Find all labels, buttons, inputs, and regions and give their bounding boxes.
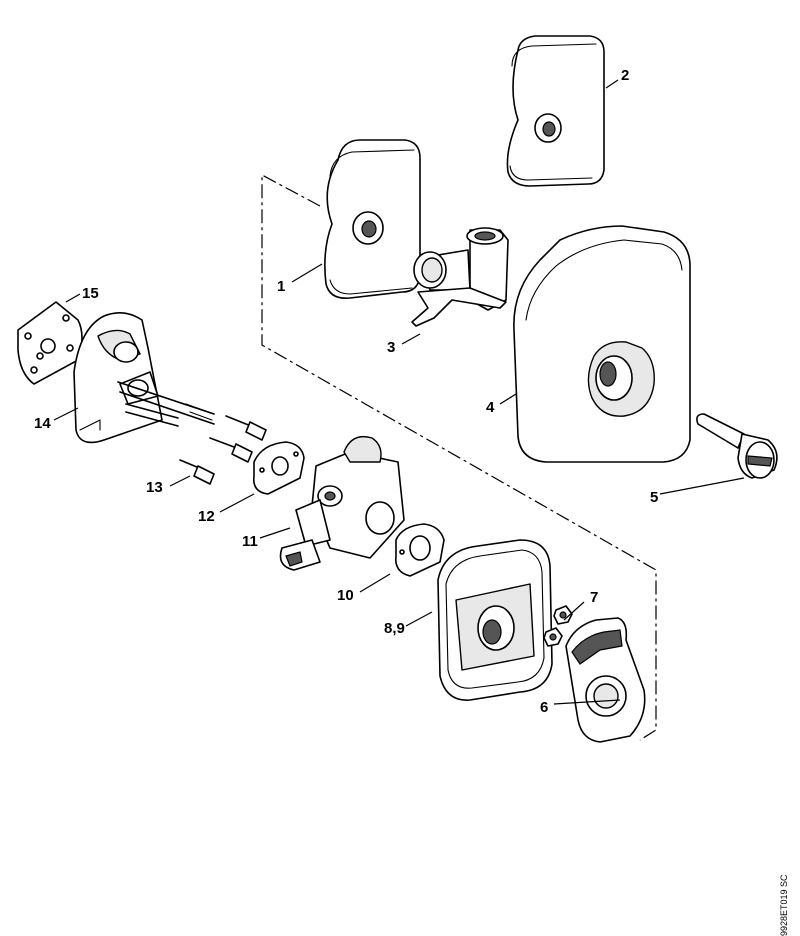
label-14: 14 [34, 415, 51, 432]
reference-code: 9928ET019 SC [779, 874, 789, 936]
assembly-boundary [261, 173, 657, 741]
carburetor[interactable] [279, 435, 405, 571]
label-4: 4 [486, 399, 495, 416]
label-7: 7 [590, 589, 598, 606]
filter-element-middle[interactable] [324, 139, 421, 300]
gasket-15[interactable] [17, 301, 83, 385]
label-10: 10 [337, 587, 354, 604]
filter-cover[interactable] [513, 225, 691, 463]
label-5: 5 [650, 489, 658, 506]
label-12: 12 [198, 508, 215, 525]
label-2: 2 [621, 67, 629, 84]
nuts-7[interactable] [543, 605, 573, 647]
label-3: 3 [387, 339, 395, 356]
base-plate[interactable] [437, 539, 553, 701]
label-11: 11 [242, 533, 258, 550]
baffle[interactable] [565, 617, 646, 743]
label-15: 15 [82, 285, 99, 302]
filter-element-top[interactable] [506, 35, 605, 187]
screws-13[interactable] [179, 415, 267, 485]
label-6: 6 [540, 699, 548, 716]
label-1: 1 [277, 278, 285, 295]
leader-lines [53, 79, 745, 705]
label-8-9: 8,9 [384, 620, 405, 637]
gasket-12[interactable] [252, 441, 305, 495]
label-13: 13 [146, 479, 163, 496]
flange-studs[interactable] [117, 381, 215, 427]
cover-screw[interactable] [696, 413, 778, 479]
gasket-10[interactable] [394, 523, 445, 577]
carburetor-flange[interactable] [73, 312, 163, 444]
intake-elbow[interactable] [411, 227, 509, 327]
part-labels: 1 2 3 4 5 6 7 8,9 10 11 12 13 14 15 [34, 67, 658, 716]
